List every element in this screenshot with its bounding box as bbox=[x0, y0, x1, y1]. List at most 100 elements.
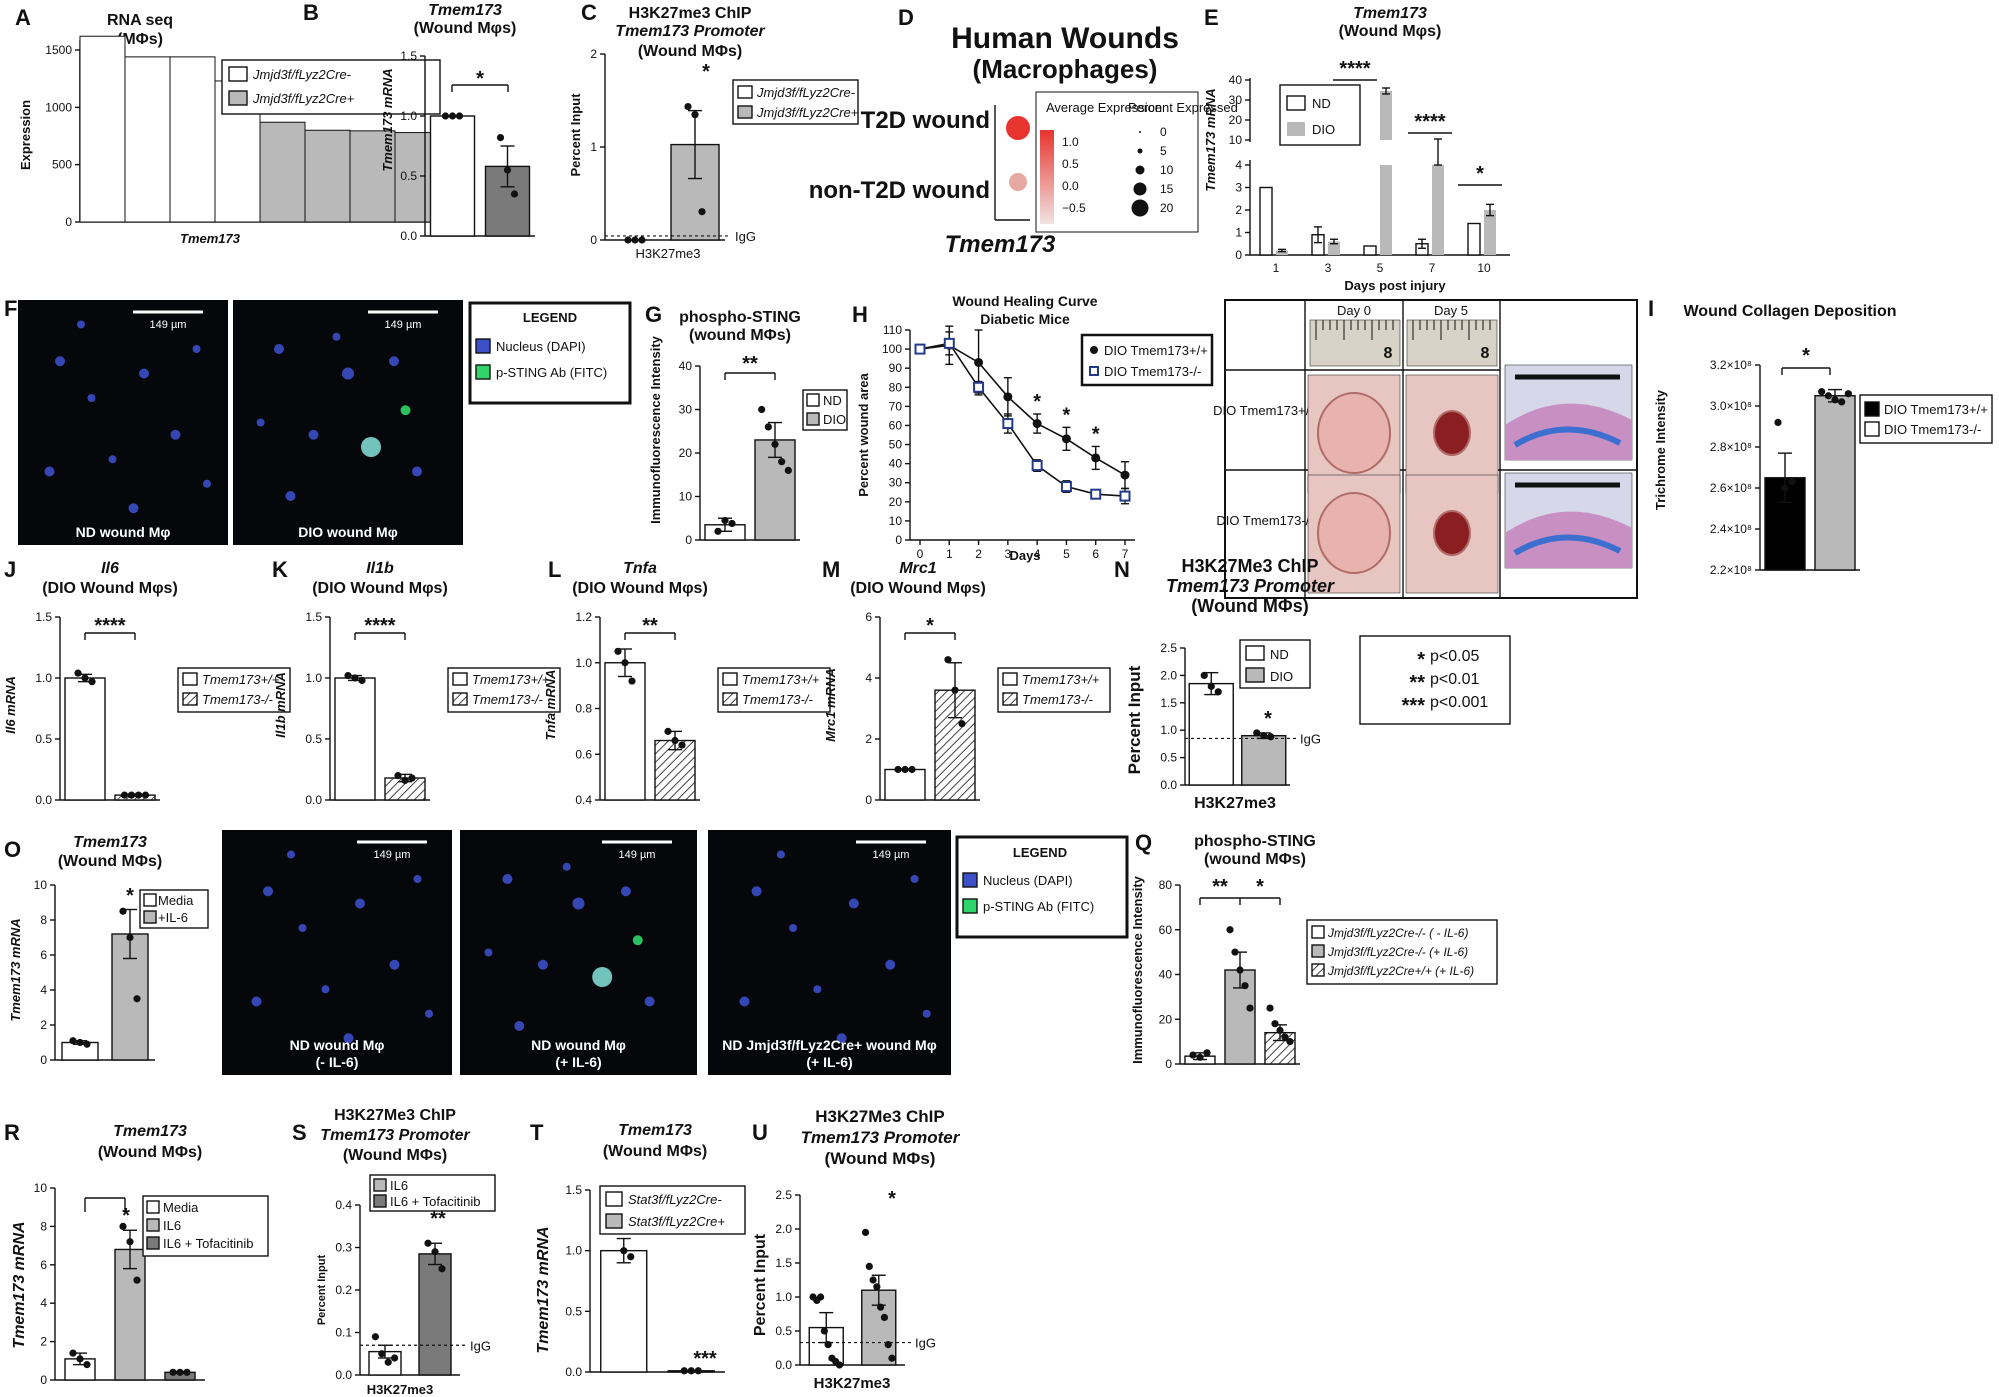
legend-swatch-1 bbox=[806, 393, 820, 407]
legend-label-2: Jmjd3f/fLyz2Cre+ bbox=[756, 105, 859, 120]
y-tick-label: 6 bbox=[40, 1258, 47, 1272]
data-point bbox=[1818, 388, 1826, 396]
data-point bbox=[141, 791, 150, 799]
data-point bbox=[169, 1368, 177, 1376]
nucleus-cell bbox=[562, 862, 571, 871]
y-tick-label: 60 bbox=[889, 418, 903, 432]
bar-1 bbox=[79, 35, 126, 223]
legend-swatch-2 bbox=[146, 1218, 160, 1232]
y-tick-label: 10 bbox=[1229, 133, 1243, 147]
nucleus-cell bbox=[287, 850, 295, 859]
legend-swatch-fitc bbox=[962, 898, 978, 914]
panel-e-title: Tmem173 bbox=[1353, 5, 1427, 22]
data-point bbox=[728, 519, 736, 528]
y-tick-label: 2 bbox=[590, 47, 597, 61]
row-label-t2d: T2D wound bbox=[861, 107, 990, 134]
legend-label-1: DIO Tmem173+/+ bbox=[1104, 343, 1208, 358]
legend-swatch-2 bbox=[1002, 692, 1018, 706]
legend-label-3: IL6 + Tofacitinib bbox=[163, 1236, 253, 1251]
legend-box bbox=[1306, 919, 1498, 985]
significance-stars: * bbox=[1476, 163, 1484, 185]
panel-h-legend: DIO Tmem173+/+DIO Tmem173-/- bbox=[1080, 333, 1214, 387]
nucleus-cell bbox=[751, 886, 762, 897]
y-tick-label: 80 bbox=[889, 380, 903, 394]
data-point bbox=[126, 1238, 134, 1246]
panel-c-subtitle2: (Wound MΦs) bbox=[638, 43, 742, 60]
data-point bbox=[1200, 671, 1208, 680]
legend-swatch-1 bbox=[1864, 401, 1880, 417]
y-tick-label: 4 bbox=[1235, 158, 1242, 172]
legend-swatch-1 bbox=[452, 672, 468, 686]
panel-s-ylabel: Percent Input bbox=[316, 1255, 328, 1326]
legend-swatch-2 bbox=[806, 412, 820, 426]
col-label-day5: Day 5 bbox=[1434, 303, 1468, 318]
ruler-digit: 8 bbox=[1384, 345, 1393, 362]
data-point bbox=[620, 1247, 628, 1255]
panel-q-subtitle: (wound MΦs) bbox=[1204, 851, 1306, 868]
panel-g-title: phospho-STING bbox=[679, 309, 801, 326]
panel-letter-b: B bbox=[303, 0, 319, 25]
y-tick-label: 0 bbox=[40, 1373, 47, 1387]
data-point bbox=[1781, 484, 1789, 492]
legend-label-2: DIO bbox=[1270, 669, 1293, 684]
col-label-day0: Day 0 bbox=[1337, 303, 1371, 318]
y-tick-label: 30 bbox=[679, 403, 693, 417]
series-marker bbox=[1090, 488, 1102, 500]
significance-stars: ** bbox=[1212, 876, 1228, 898]
panel-l-ylabel: Tnfa mRNA bbox=[543, 670, 558, 741]
panel-h-subtitle: Diabetic Mice bbox=[980, 311, 1070, 327]
data-point bbox=[684, 102, 692, 111]
significance-stars: * bbox=[926, 615, 934, 637]
panel-J bbox=[60, 669, 160, 801]
x-tick-label: 5 bbox=[1063, 547, 1070, 561]
expr-tick: 0.0 bbox=[1062, 179, 1079, 193]
data-point bbox=[820, 1327, 828, 1335]
nucleus-cell bbox=[922, 1009, 931, 1018]
panel-n-subtitle: Tmem173 Promoter bbox=[1166, 576, 1335, 596]
bar-2 bbox=[114, 1248, 146, 1381]
legend-title: LEGEND bbox=[1013, 845, 1067, 860]
legend-box bbox=[221, 59, 441, 115]
series-marker bbox=[1061, 434, 1071, 444]
significance-star: * bbox=[476, 68, 484, 90]
data-point bbox=[1246, 1004, 1254, 1012]
legend-label-1: Nucleus (DAPI) bbox=[983, 873, 1073, 888]
nucleus-cell bbox=[413, 875, 422, 883]
panel-e-subtitle: (Wound Mφs) bbox=[1339, 23, 1442, 40]
panel-k-ylabel: Il1b mRNA bbox=[273, 672, 288, 738]
panel-a-ylabel: Expression bbox=[18, 100, 33, 170]
y-tick-label: 0.0 bbox=[335, 1368, 352, 1382]
panel-h-title: Wound Healing Curve bbox=[952, 293, 1097, 309]
y-tick-label: 0.0 bbox=[565, 1365, 582, 1379]
series-marker bbox=[1060, 481, 1072, 493]
data-point bbox=[631, 236, 639, 244]
y-tick-label: 90 bbox=[889, 361, 903, 375]
data-point bbox=[438, 1265, 446, 1273]
legend-label-2: DIO bbox=[1312, 122, 1335, 137]
y-tick-label: 0.5 bbox=[305, 732, 322, 746]
legend-label-1: Jmjd3f/fLyz2Cre- bbox=[252, 67, 352, 82]
nucleus-cell bbox=[108, 455, 117, 464]
legend-swatch-1 bbox=[722, 672, 738, 686]
y-tick-label: 1.0 bbox=[565, 1244, 582, 1258]
panel-a-subtitle: (MΦs) bbox=[117, 31, 163, 48]
nucleus-cell bbox=[332, 332, 341, 341]
legend-label-2: p-STING Ab (FITC) bbox=[983, 899, 1094, 914]
data-point bbox=[1196, 1053, 1204, 1061]
panel-q-title: phospho-STING bbox=[1194, 833, 1316, 850]
expr-tick: 1.0 bbox=[1062, 135, 1079, 149]
panel-s-title: H3K27Me3 ChIP bbox=[334, 1107, 456, 1124]
y-tick-label: 1.5 bbox=[775, 1256, 792, 1270]
significance-stars: **** bbox=[1339, 58, 1370, 80]
y-tick-label: 1000 bbox=[45, 100, 72, 114]
panel-letter-h: H bbox=[852, 302, 868, 327]
nucleus-cell bbox=[256, 418, 265, 427]
key-box bbox=[1359, 635, 1511, 725]
micrograph-label: (- IL-6) bbox=[316, 1054, 359, 1070]
y-tick-label: 60 bbox=[1159, 923, 1173, 937]
legend-swatch-3 bbox=[146, 1236, 160, 1250]
